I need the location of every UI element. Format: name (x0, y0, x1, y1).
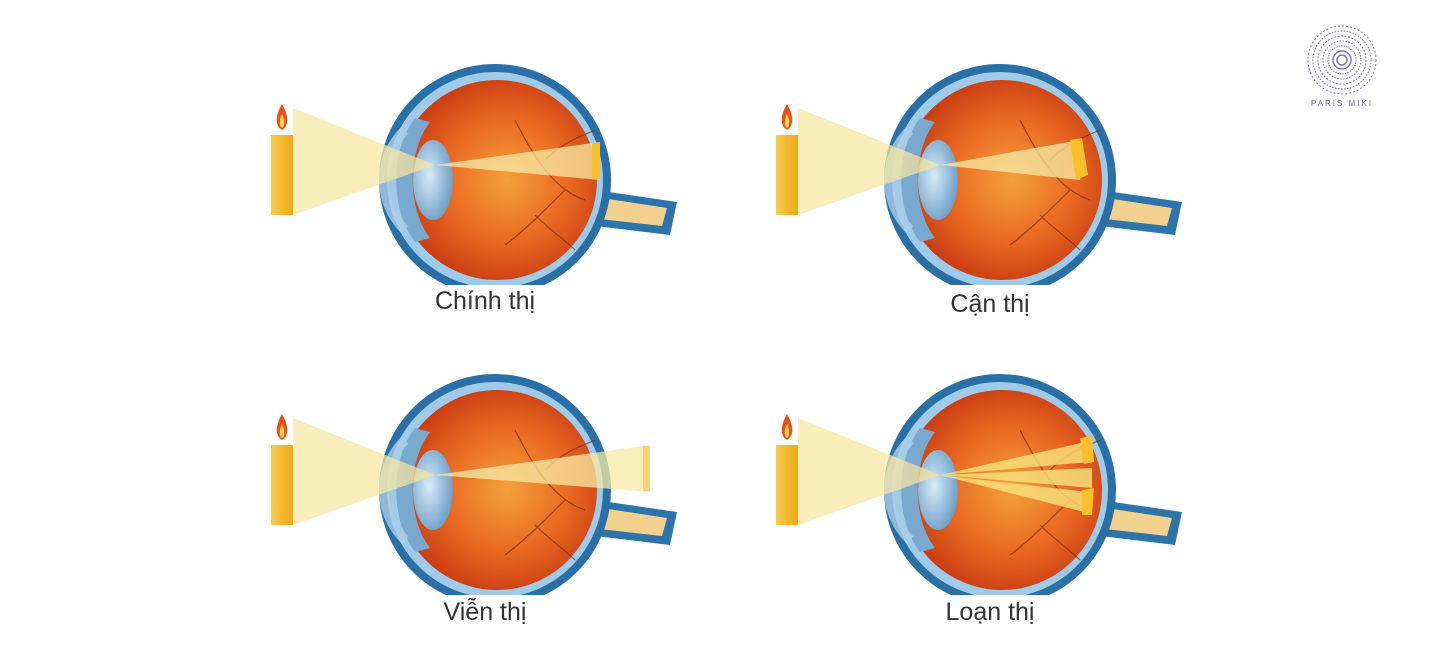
mandala-logo-icon (1307, 25, 1377, 95)
eye-diagram-astigmatism (776, 374, 1182, 595)
caption-emmetropia: Chính thị (434, 287, 536, 315)
eye-diagram-hyperopia (271, 374, 677, 595)
caption-hyperopia: Viễn thị (443, 598, 527, 626)
lens (413, 450, 453, 530)
cornea (901, 428, 935, 552)
candle-icon (271, 445, 293, 525)
light-beam (798, 418, 940, 525)
logo-text: PARIS MIKI (1310, 99, 1374, 108)
focal-point (643, 446, 650, 491)
light-beam (293, 108, 435, 215)
eye-diagram-emmetropia (271, 64, 677, 285)
cornea (901, 118, 935, 242)
eyeball (397, 390, 597, 590)
candle-icon (776, 445, 798, 525)
candle-icon (271, 135, 293, 215)
panel-emmetropia: Chính thị (265, 40, 705, 340)
candle-icon (776, 135, 798, 215)
panel-astigmatism: Loạn thị (770, 350, 1210, 650)
eye-diagram-myopia (776, 64, 1182, 285)
lens (918, 140, 958, 220)
cornea (396, 118, 430, 242)
lens (413, 140, 453, 220)
cornea (396, 428, 430, 552)
eyeball (902, 80, 1102, 280)
focal-point (592, 143, 600, 179)
caption-myopia: Cận thị (950, 290, 1030, 318)
focal-point (1080, 436, 1094, 464)
panel-myopia: Cận thị (770, 40, 1210, 340)
paris-miki-logo: PARIS MIKI (1296, 22, 1388, 112)
light-beam (798, 108, 940, 215)
lens (918, 450, 958, 530)
focal-point (1070, 138, 1088, 180)
eyeball (397, 80, 597, 280)
panel-hyperopia: Viễn thị (265, 350, 705, 650)
light-beam (293, 418, 435, 525)
caption-astigmatism: Loạn thị (945, 598, 1035, 626)
